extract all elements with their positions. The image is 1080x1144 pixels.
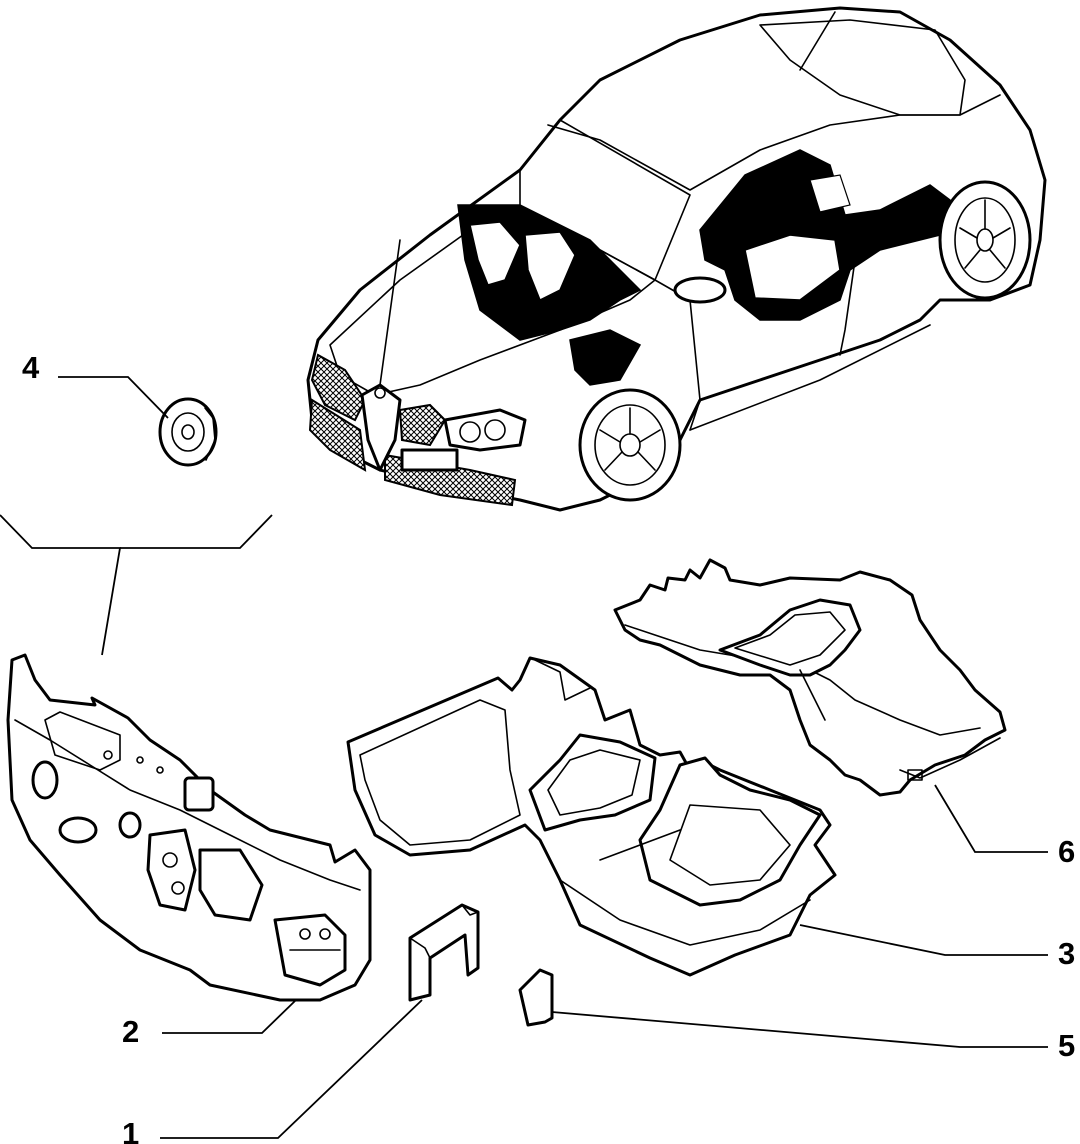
leader-3 xyxy=(799,924,1048,956)
leader-5 xyxy=(551,1011,1048,1048)
part-5-strip xyxy=(518,968,554,1027)
leader-2-bracket-right xyxy=(120,514,273,549)
leader-2 xyxy=(162,999,297,1034)
leader-1 xyxy=(160,999,423,1139)
car-sill xyxy=(689,324,931,431)
car-grille-side xyxy=(308,398,367,472)
car-mirror xyxy=(673,276,727,304)
car-shield-grille xyxy=(360,383,402,472)
callout-4: 4 xyxy=(22,350,40,385)
car-grille-left xyxy=(310,353,367,422)
callout-6: 6 xyxy=(1058,834,1075,869)
callout-5: 5 xyxy=(1058,1028,1075,1063)
callout-3: 3 xyxy=(1058,936,1075,971)
car-badge xyxy=(374,387,386,399)
part-4-grommet xyxy=(158,397,218,467)
leader-6 xyxy=(934,784,1048,853)
car-door-front xyxy=(654,279,701,431)
car-rear-window xyxy=(759,19,966,116)
car-front-wheel xyxy=(578,388,682,502)
car-front-footwell-cutaway xyxy=(569,329,642,386)
callout-2: 2 xyxy=(122,1014,139,1049)
callouts: 4 2 1 5 3 6 xyxy=(22,350,1075,1144)
leader-4 xyxy=(58,376,169,419)
part-3-front-carpet xyxy=(346,656,837,977)
car-door-rear xyxy=(839,214,856,356)
car-plate xyxy=(400,448,459,472)
car-illustration xyxy=(306,6,1047,512)
car-hood-crease xyxy=(379,239,401,386)
car-antenna-line xyxy=(799,11,836,71)
car-rear-wheel xyxy=(938,180,1032,300)
part-1-u-clip xyxy=(408,903,480,1002)
part-6-rear-carpet xyxy=(613,558,1007,797)
callout-1: 1 xyxy=(122,1116,139,1144)
leader-lines xyxy=(0,376,1048,1139)
leader-2-bracket-left xyxy=(0,514,122,656)
part-2-dash-insulation xyxy=(6,653,372,1002)
car-grille-center xyxy=(398,403,447,447)
